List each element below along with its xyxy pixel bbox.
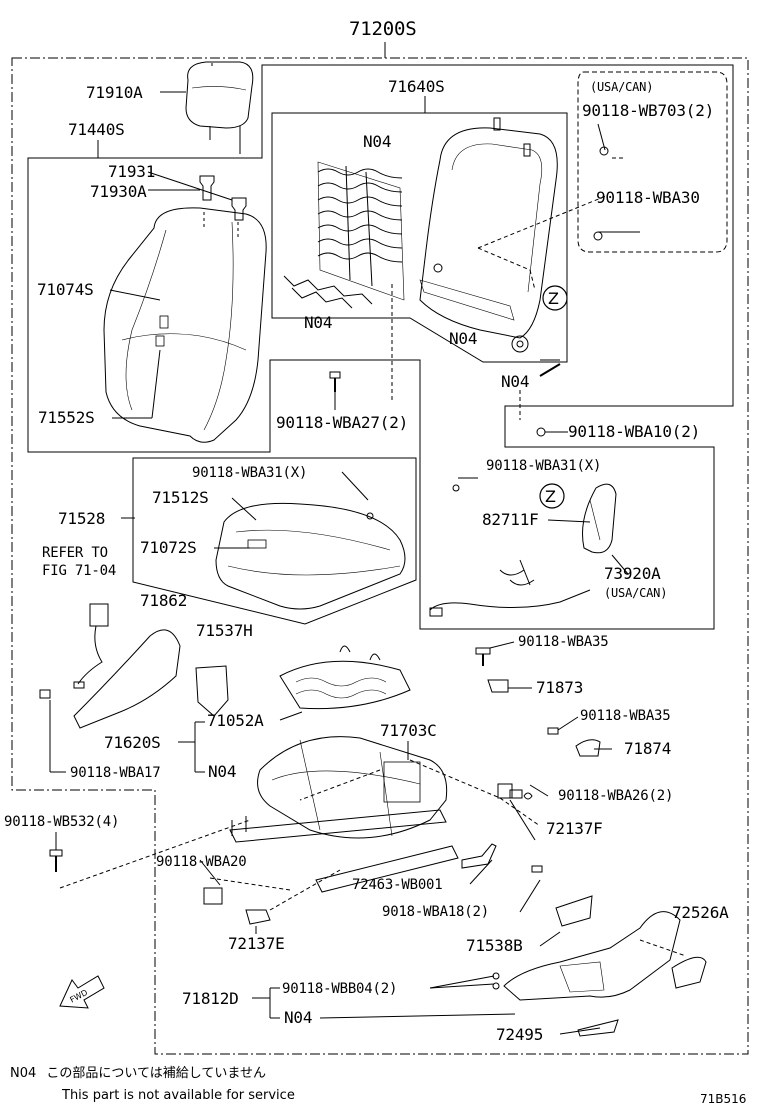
footer-note-en: This part is not available for service: [62, 1088, 295, 1103]
label-airbag-73920a[interactable]: 73920A: [604, 564, 661, 583]
label-part-71537h[interactable]: 71537H: [196, 621, 253, 640]
label-part-71538b[interactable]: 71538B: [466, 936, 523, 955]
fwd-label: FWD: [68, 988, 89, 1005]
label-assembly[interactable]: 71200S: [349, 18, 417, 40]
label-part-71620s[interactable]: 71620S: [104, 733, 161, 752]
label-bolt-wbb04[interactable]: 90118-WBB04(2): [282, 981, 398, 997]
label-headrest[interactable]: 71910A: [86, 83, 143, 102]
footer-note-code: N04: [10, 1066, 37, 1081]
headrest-drawing: [185, 61, 254, 154]
label-bolt-wba17[interactable]: 90118-WBA17: [70, 765, 161, 781]
label-cover-71862[interactable]: 71862: [140, 591, 188, 610]
label-bolt-wba10[interactable]: 90118-WBA10(2): [568, 422, 701, 441]
label-cushion-71072s[interactable]: 71072S: [140, 538, 197, 557]
label-part-72137e[interactable]: 72137E: [228, 934, 285, 953]
label-bolt-wba26[interactable]: 90118-WBA26(2): [558, 788, 674, 804]
label-part-71812d[interactable]: 71812D: [182, 989, 239, 1008]
label-n04-71812d: N04: [284, 1008, 313, 1027]
fwd-arrow-icon: [59, 975, 105, 1009]
side-airbag-drawing: [429, 483, 617, 617]
z-marker-top: Z: [548, 289, 559, 308]
label-part-72137f[interactable]: 72137F: [546, 819, 603, 838]
label-part-71874[interactable]: 71874: [624, 739, 672, 758]
leader-lines: [49, 63, 687, 1035]
label-frame-assy[interactable]: 71640S: [388, 77, 445, 96]
label-bolt-wba20[interactable]: 90118-WBA20: [156, 854, 247, 870]
seat-back-drawing: [103, 175, 267, 443]
label-bolt-wb703[interactable]: 90118-WB703(2): [582, 101, 715, 120]
label-bolt-wba31-cushion[interactable]: 90118-WBA31(X): [192, 465, 308, 481]
back-assy-box: [27, 64, 734, 630]
label-bolt-wb532[interactable]: 90118-WB532(4): [4, 814, 120, 830]
label-usa-can-bottom: (USA/CAN): [604, 586, 668, 600]
label-back-cover[interactable]: 71074S: [37, 280, 94, 299]
label-support-71931[interactable]: 71931: [108, 162, 156, 181]
label-bolt-9018[interactable]: 9018-WBA18(2): [382, 904, 489, 920]
part-71537h-drawing: [195, 665, 229, 717]
cushion-box: [132, 457, 417, 625]
label-n04-71620s: N04: [208, 762, 237, 781]
label-bolt-wba30[interactable]: 90118-WBA30: [596, 188, 700, 207]
fastener-drawings: [329, 146, 609, 520]
z-marker-side: Z: [545, 487, 556, 506]
label-part-72463[interactable]: 72463-WB001: [352, 877, 443, 893]
label-wire-82711f[interactable]: 82711F: [482, 510, 539, 529]
label-adjuster-71703c[interactable]: 71703C: [380, 721, 437, 740]
label-bolt-wba31-side[interactable]: 90118-WBA31(X): [486, 458, 602, 474]
footer-note-jp: この部品については補給していません: [46, 1066, 266, 1081]
label-spring-71052a[interactable]: 71052A: [207, 711, 264, 730]
label-back-pad[interactable]: 71552S: [38, 408, 95, 427]
label-frame-n04-bolt: N04: [501, 372, 530, 391]
label-refer-to-2[interactable]: FIG 71-04: [42, 563, 117, 579]
label-part-72526a[interactable]: 72526A: [672, 903, 729, 922]
frame-box: [271, 112, 568, 363]
cushion-spring-drawing: [279, 645, 411, 710]
label-part-72495[interactable]: 72495: [496, 1025, 544, 1044]
label-bolt-wba35-a[interactable]: 90118-WBA35: [518, 634, 609, 650]
misc-parts-drawing: [49, 647, 707, 1037]
seat-back-frame-drawing: [419, 117, 561, 377]
label-spring-n04-bottom: N04: [304, 313, 333, 332]
label-bolt-wba35-b[interactable]: 90118-WBA35: [580, 708, 671, 724]
label-support-71930a[interactable]: 71930A: [90, 182, 147, 201]
label-usa-can-top: (USA/CAN): [590, 80, 654, 94]
label-cushion-71512s[interactable]: 71512S: [152, 488, 209, 507]
label-spring-n04-top: N04: [363, 132, 392, 151]
z-marker-icons: [539, 285, 568, 509]
seat-belt-drawing: [39, 603, 181, 729]
label-refer-to-1: REFER TO: [42, 545, 108, 561]
seat-adjuster-drawing: [229, 736, 459, 893]
seat-back-spring-drawing: [283, 161, 405, 309]
label-back-assy[interactable]: 71440S: [68, 120, 125, 139]
label-frame-n04: N04: [449, 329, 478, 348]
seat-cushion-drawing: [215, 502, 406, 610]
label-part-71873[interactable]: 71873: [536, 678, 584, 697]
assembly-boundary: [11, 57, 749, 1055]
footer-fig-id: 71B516: [700, 1092, 747, 1106]
usa-can-box: [577, 71, 728, 253]
label-bolt-wba27[interactable]: 90118-WBA27(2): [276, 413, 409, 432]
label-cushion-71528[interactable]: 71528: [58, 509, 106, 528]
